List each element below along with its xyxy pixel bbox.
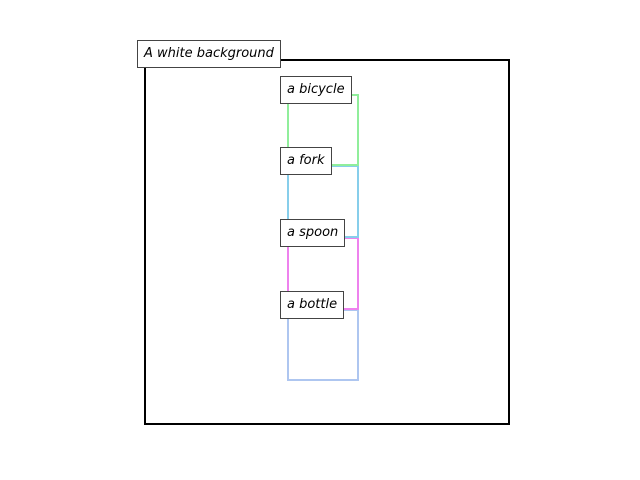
background-frame (144, 59, 510, 425)
bottle-label: a bottle (280, 291, 345, 319)
background-label: A white background (137, 40, 281, 68)
spoon-label: a spoon (280, 219, 346, 247)
bicycle-label: a bicycle (280, 76, 352, 104)
region-box-bottle (287, 309, 359, 381)
fork-label: a fork (280, 147, 332, 175)
